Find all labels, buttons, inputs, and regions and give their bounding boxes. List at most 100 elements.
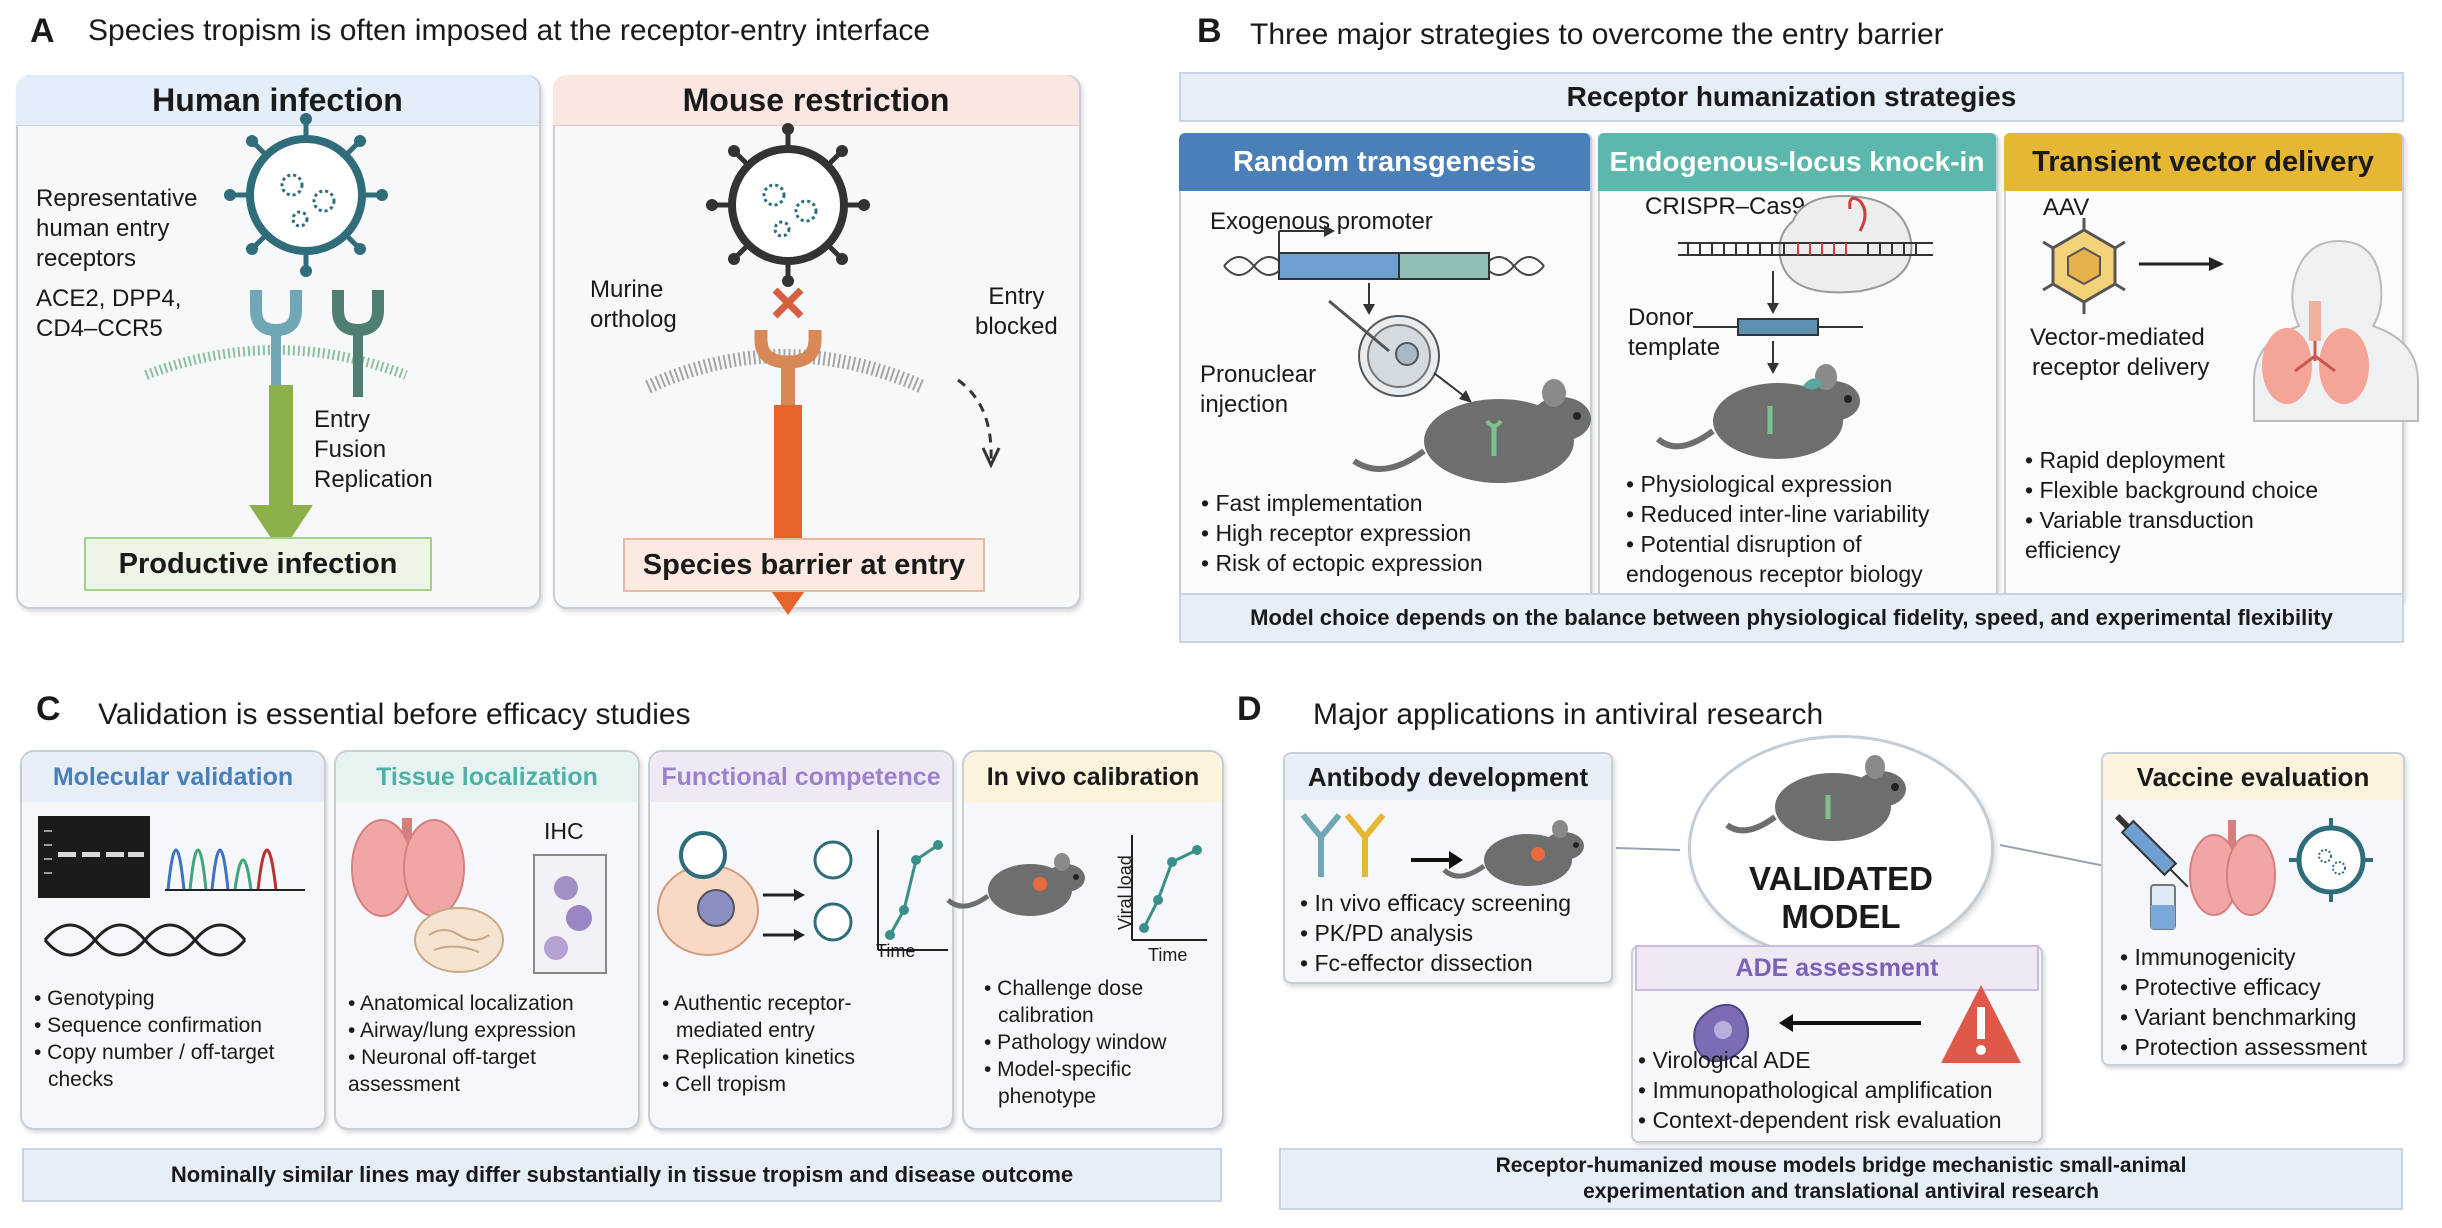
lung-icon	[351, 818, 465, 917]
in-vivo-calibration-title: In vivo calibration	[964, 752, 1222, 802]
knock-in-title: Endogenous-locus knock-in	[1598, 133, 1996, 191]
viral-load-axis: Viral load	[1115, 855, 1135, 930]
growth-curve-icon	[877, 830, 948, 951]
antibody-icon	[1300, 813, 1386, 877]
tissue-localization-title: Tissue localization	[336, 752, 638, 802]
zygote-icon	[1358, 315, 1440, 397]
ade-bullets: • Virological ADE • Immunopathological a…	[1638, 1047, 2002, 1133]
vial-icon	[2150, 884, 2176, 930]
antibody-bullets: • In vivo efficacy screening • PK/PD ana…	[1300, 890, 1571, 976]
dna-construct-icon	[1223, 256, 1545, 276]
virus-icon	[706, 123, 870, 287]
panel-d-letter: D	[1237, 690, 1262, 728]
antibody-development-card: Antibody development	[1283, 752, 1613, 984]
infected-cell-icon	[657, 831, 759, 956]
molecular-bullets: • Genotyping • Sequence confirmation • C…	[34, 987, 275, 1091]
infection-steps: Entry Fusion Replication	[314, 406, 433, 493]
dashed-curve-icon	[957, 378, 993, 461]
murine-ortholog-label: Murine ortholog	[590, 276, 677, 333]
crispr-cas9-label: CRISPR–Cas9	[1645, 193, 1806, 220]
panel-b-letter: B	[1197, 12, 1222, 50]
panel-a-title: Species tropism is often imposed at the …	[88, 14, 931, 47]
panel-c-letter: C	[36, 690, 61, 728]
syringe-icon	[2114, 813, 2189, 888]
vaccine-illustration	[2114, 813, 2373, 930]
panel-c-footer: Nominally similar lines may differ subst…	[22, 1148, 1222, 1202]
functional-time-axis: Time	[876, 941, 916, 961]
panel-b-title: Three major strategies to overcome the e…	[1250, 18, 1944, 51]
validated-mouse-icon	[1725, 755, 1906, 841]
vector-illustration	[2042, 218, 2419, 422]
brain-icon	[414, 907, 504, 973]
aav-label: AAV	[2043, 194, 2090, 221]
knock-in-illustration	[1655, 194, 1933, 459]
calibration-time-axis: Time	[1148, 945, 1188, 965]
panel-d-title: Major applications in antiviral research	[1313, 698, 1824, 731]
donor-template-label: Donor template	[1628, 304, 1721, 361]
transgenesis-illustration	[1223, 225, 1591, 483]
virus-icon	[224, 113, 388, 277]
gel-icon	[38, 816, 150, 898]
panel-c-title: Validation is essential before efficacy …	[98, 698, 691, 731]
vector-mediated-label: Vector-mediated receptor delivery	[2030, 324, 2210, 381]
receptor-names: ACE2, DPP4, CD4–CCR5	[36, 285, 182, 342]
macrophage-icon	[1693, 1003, 1750, 1063]
mouse-icon	[1352, 379, 1591, 483]
dna-icon	[1678, 196, 1933, 256]
ade-illustration	[1693, 985, 2021, 1063]
vector-delivery-title: Transient vector delivery	[2004, 133, 2402, 191]
pronuclear-injection-label: Pronuclear injection	[1200, 361, 1317, 418]
human-receptor-icon	[250, 290, 302, 397]
molecular-illustration	[38, 816, 305, 957]
injection-needle-icon	[1328, 299, 1390, 353]
virus-icon	[2289, 818, 2373, 902]
calibration-bullets: • Challenge dose calibration • Pathology…	[984, 977, 1167, 1108]
ihc-slide-icon	[533, 854, 607, 974]
connector-lines	[1615, 844, 2106, 867]
functional-competence-card: Functional competence	[648, 750, 954, 1130]
molecular-validation-card: Molecular validation	[20, 750, 326, 1130]
functional-bullets: • Authentic receptor- mediated entry • R…	[662, 992, 855, 1096]
mouse-restriction-title: Mouse restriction	[553, 75, 1079, 126]
human-infection-title: Human infection	[16, 75, 539, 126]
in-vivo-illustration	[946, 835, 1207, 941]
ade-assessment-title: ADE assessment	[1635, 945, 2039, 991]
ihc-label: IHC	[544, 818, 584, 844]
entry-arrow-icon	[249, 385, 313, 553]
entry-blocked-label: Entry blocked	[975, 283, 1058, 340]
receptor-description: Representative human entry receptors	[36, 185, 198, 272]
validated-model-label: VALIDATED MODEL	[1749, 860, 1933, 935]
antibody-development-title: Antibody development	[1285, 754, 1611, 800]
mouse-icon	[1655, 364, 1860, 459]
tissue-bullets: • Anatomical localization • Airway/lung …	[348, 992, 576, 1096]
vaccine-bullets: • Immunogenicity • Protective efficacy •…	[2120, 944, 2368, 1060]
viral-load-curve-icon	[1131, 835, 1207, 941]
species-barrier-label: Species barrier at entry	[623, 538, 985, 592]
aav-icon	[2042, 218, 2126, 314]
airway-icon	[2253, 239, 2419, 422]
random-transgenesis-title: Random transgenesis	[1179, 133, 1590, 191]
coreceptor-icon	[332, 290, 384, 397]
antibody-illustration	[1300, 813, 1584, 886]
vector-bullets: • Rapid deployment • Flexible background…	[2025, 447, 2319, 563]
chromatogram-icon	[165, 848, 305, 891]
panel-d-footer: Receptor-humanized mouse models bridge m…	[1279, 1148, 2403, 1210]
panel-a-letter: A	[30, 12, 55, 50]
model-choice-footer: Model choice depends on the balance betw…	[1179, 593, 2404, 643]
tissue-illustration	[351, 818, 607, 974]
block-x-icon	[772, 287, 804, 319]
mouse-icon	[1442, 820, 1584, 886]
donor-template-icon	[1693, 318, 1863, 336]
receptor-humanization-header: Receptor humanization strategies	[1179, 72, 2404, 122]
in-vivo-calibration-card: In vivo calibration	[962, 750, 1224, 1130]
productive-infection-label: Productive infection	[84, 537, 432, 591]
mouse-icon	[946, 853, 1085, 916]
molecular-validation-title: Molecular validation	[22, 752, 324, 802]
human-infection-illustration	[144, 113, 408, 553]
transgenesis-bullets: • Fast implementation • High receptor ex…	[1201, 490, 1483, 576]
warning-icon	[1941, 985, 2021, 1063]
functional-illustration	[657, 830, 948, 956]
knock-in-bullets: • Physiological expression • Reduced int…	[1626, 471, 1930, 587]
functional-competence-title: Functional competence	[650, 752, 952, 802]
vaccine-evaluation-title: Vaccine evaluation	[2103, 754, 2403, 800]
